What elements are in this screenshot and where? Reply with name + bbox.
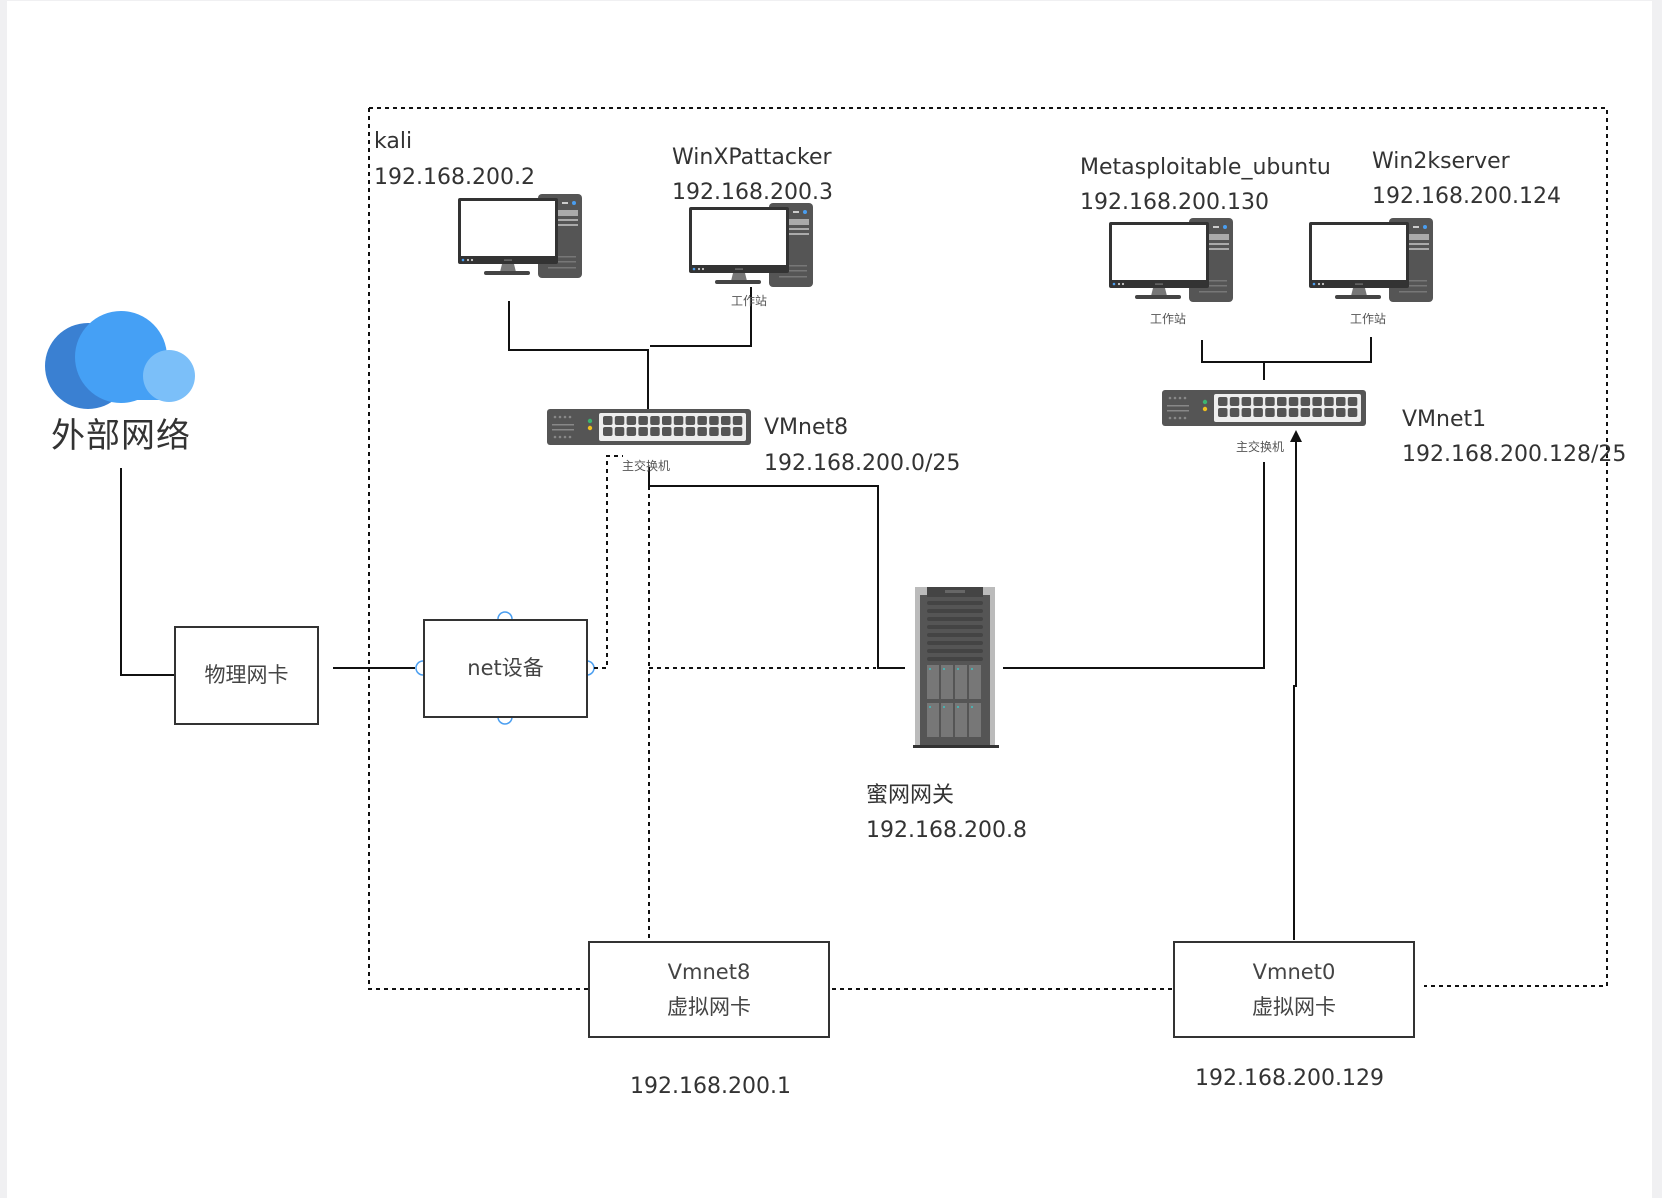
physical-nic-label: 物理网卡 bbox=[204, 663, 289, 687]
switch-caption: 主交换机 bbox=[622, 459, 671, 473]
external-network-label: 外部网络 bbox=[51, 416, 191, 456]
switch-icon[interactable] bbox=[547, 409, 751, 445]
switch-name: VMnet1 bbox=[1402, 407, 1487, 432]
workstation-icon[interactable] bbox=[458, 194, 582, 278]
link-winxp-switch bbox=[650, 287, 752, 347]
workstation-icon[interactable] bbox=[1309, 218, 1433, 302]
server-tower-icon[interactable] bbox=[913, 587, 999, 748]
vnic-ip: 192.168.200.1 bbox=[630, 1074, 791, 1099]
link-kali-switch bbox=[508, 301, 649, 410]
switch-subnet: 192.168.200.0/25 bbox=[764, 451, 961, 476]
host-name: WinXPattacker bbox=[672, 145, 832, 170]
vnic-name: Vmnet8 bbox=[667, 959, 751, 984]
cloud-icon bbox=[45, 311, 195, 409]
host-name: Metasploitable_ubuntu bbox=[1080, 155, 1331, 180]
vnic-name: Vmnet0 bbox=[1252, 959, 1336, 984]
switch-icon[interactable] bbox=[1162, 390, 1366, 426]
gateway-ip: 192.168.200.8 bbox=[866, 818, 1027, 843]
link-win2k-switch bbox=[1264, 337, 1372, 363]
host-name: kali bbox=[374, 129, 413, 154]
link-metasploitable-switch bbox=[1201, 340, 1265, 380]
host-ip: 192.168.200.124 bbox=[1372, 184, 1561, 209]
host-ip: 192.168.200.130 bbox=[1080, 190, 1269, 215]
network-topology-diagram bbox=[45, 107, 1608, 990]
nat-device-label: net设备 bbox=[467, 656, 544, 680]
host-ip: 192.168.200.2 bbox=[374, 165, 535, 190]
switch-caption: 主交换机 bbox=[1236, 440, 1285, 454]
link-nat-vmnet8 bbox=[594, 455, 623, 669]
link-gateway-vmnet1 bbox=[1003, 462, 1265, 669]
workstation-icon[interactable] bbox=[1109, 218, 1233, 302]
vnic-type: 虚拟网卡 bbox=[1252, 994, 1336, 1019]
link-cloud-nic bbox=[120, 468, 175, 676]
gateway-name: 蜜网网关 bbox=[866, 783, 955, 808]
diagram-canvas: 外部网络 物理网卡 net设备 kali 192.168.200.2 WinXP… bbox=[7, 1, 1652, 1198]
host-ip: 192.168.200.3 bbox=[672, 180, 833, 205]
vnic-vmnet8-box[interactable]: Vmnet8 虚拟网卡 bbox=[588, 941, 830, 1038]
physical-nic-box[interactable]: 物理网卡 bbox=[174, 626, 319, 725]
host-caption: 工作站 bbox=[731, 294, 768, 308]
vm-host-boundary bbox=[368, 107, 1608, 990]
vnic-type: 虚拟网卡 bbox=[667, 994, 751, 1019]
vnic-vmnet0-box[interactable]: Vmnet0 虚拟网卡 bbox=[1173, 941, 1415, 1038]
host-caption: 工作站 bbox=[1350, 312, 1387, 326]
switch-subnet: 192.168.200.128/25 bbox=[1402, 442, 1627, 467]
nat-device-box[interactable]: net设备 bbox=[423, 619, 588, 718]
host-name: Win2kserver bbox=[1372, 149, 1510, 174]
workstation-icon[interactable] bbox=[689, 203, 813, 287]
link-vnic0-vmnet1 bbox=[1293, 440, 1297, 940]
arrow-head-icon bbox=[1290, 430, 1302, 442]
vnic-ip: 192.168.200.129 bbox=[1195, 1066, 1384, 1091]
host-caption: 工作站 bbox=[1150, 312, 1187, 326]
switch-name: VMnet8 bbox=[764, 415, 849, 440]
link-vmnet8-gateway bbox=[648, 467, 905, 669]
